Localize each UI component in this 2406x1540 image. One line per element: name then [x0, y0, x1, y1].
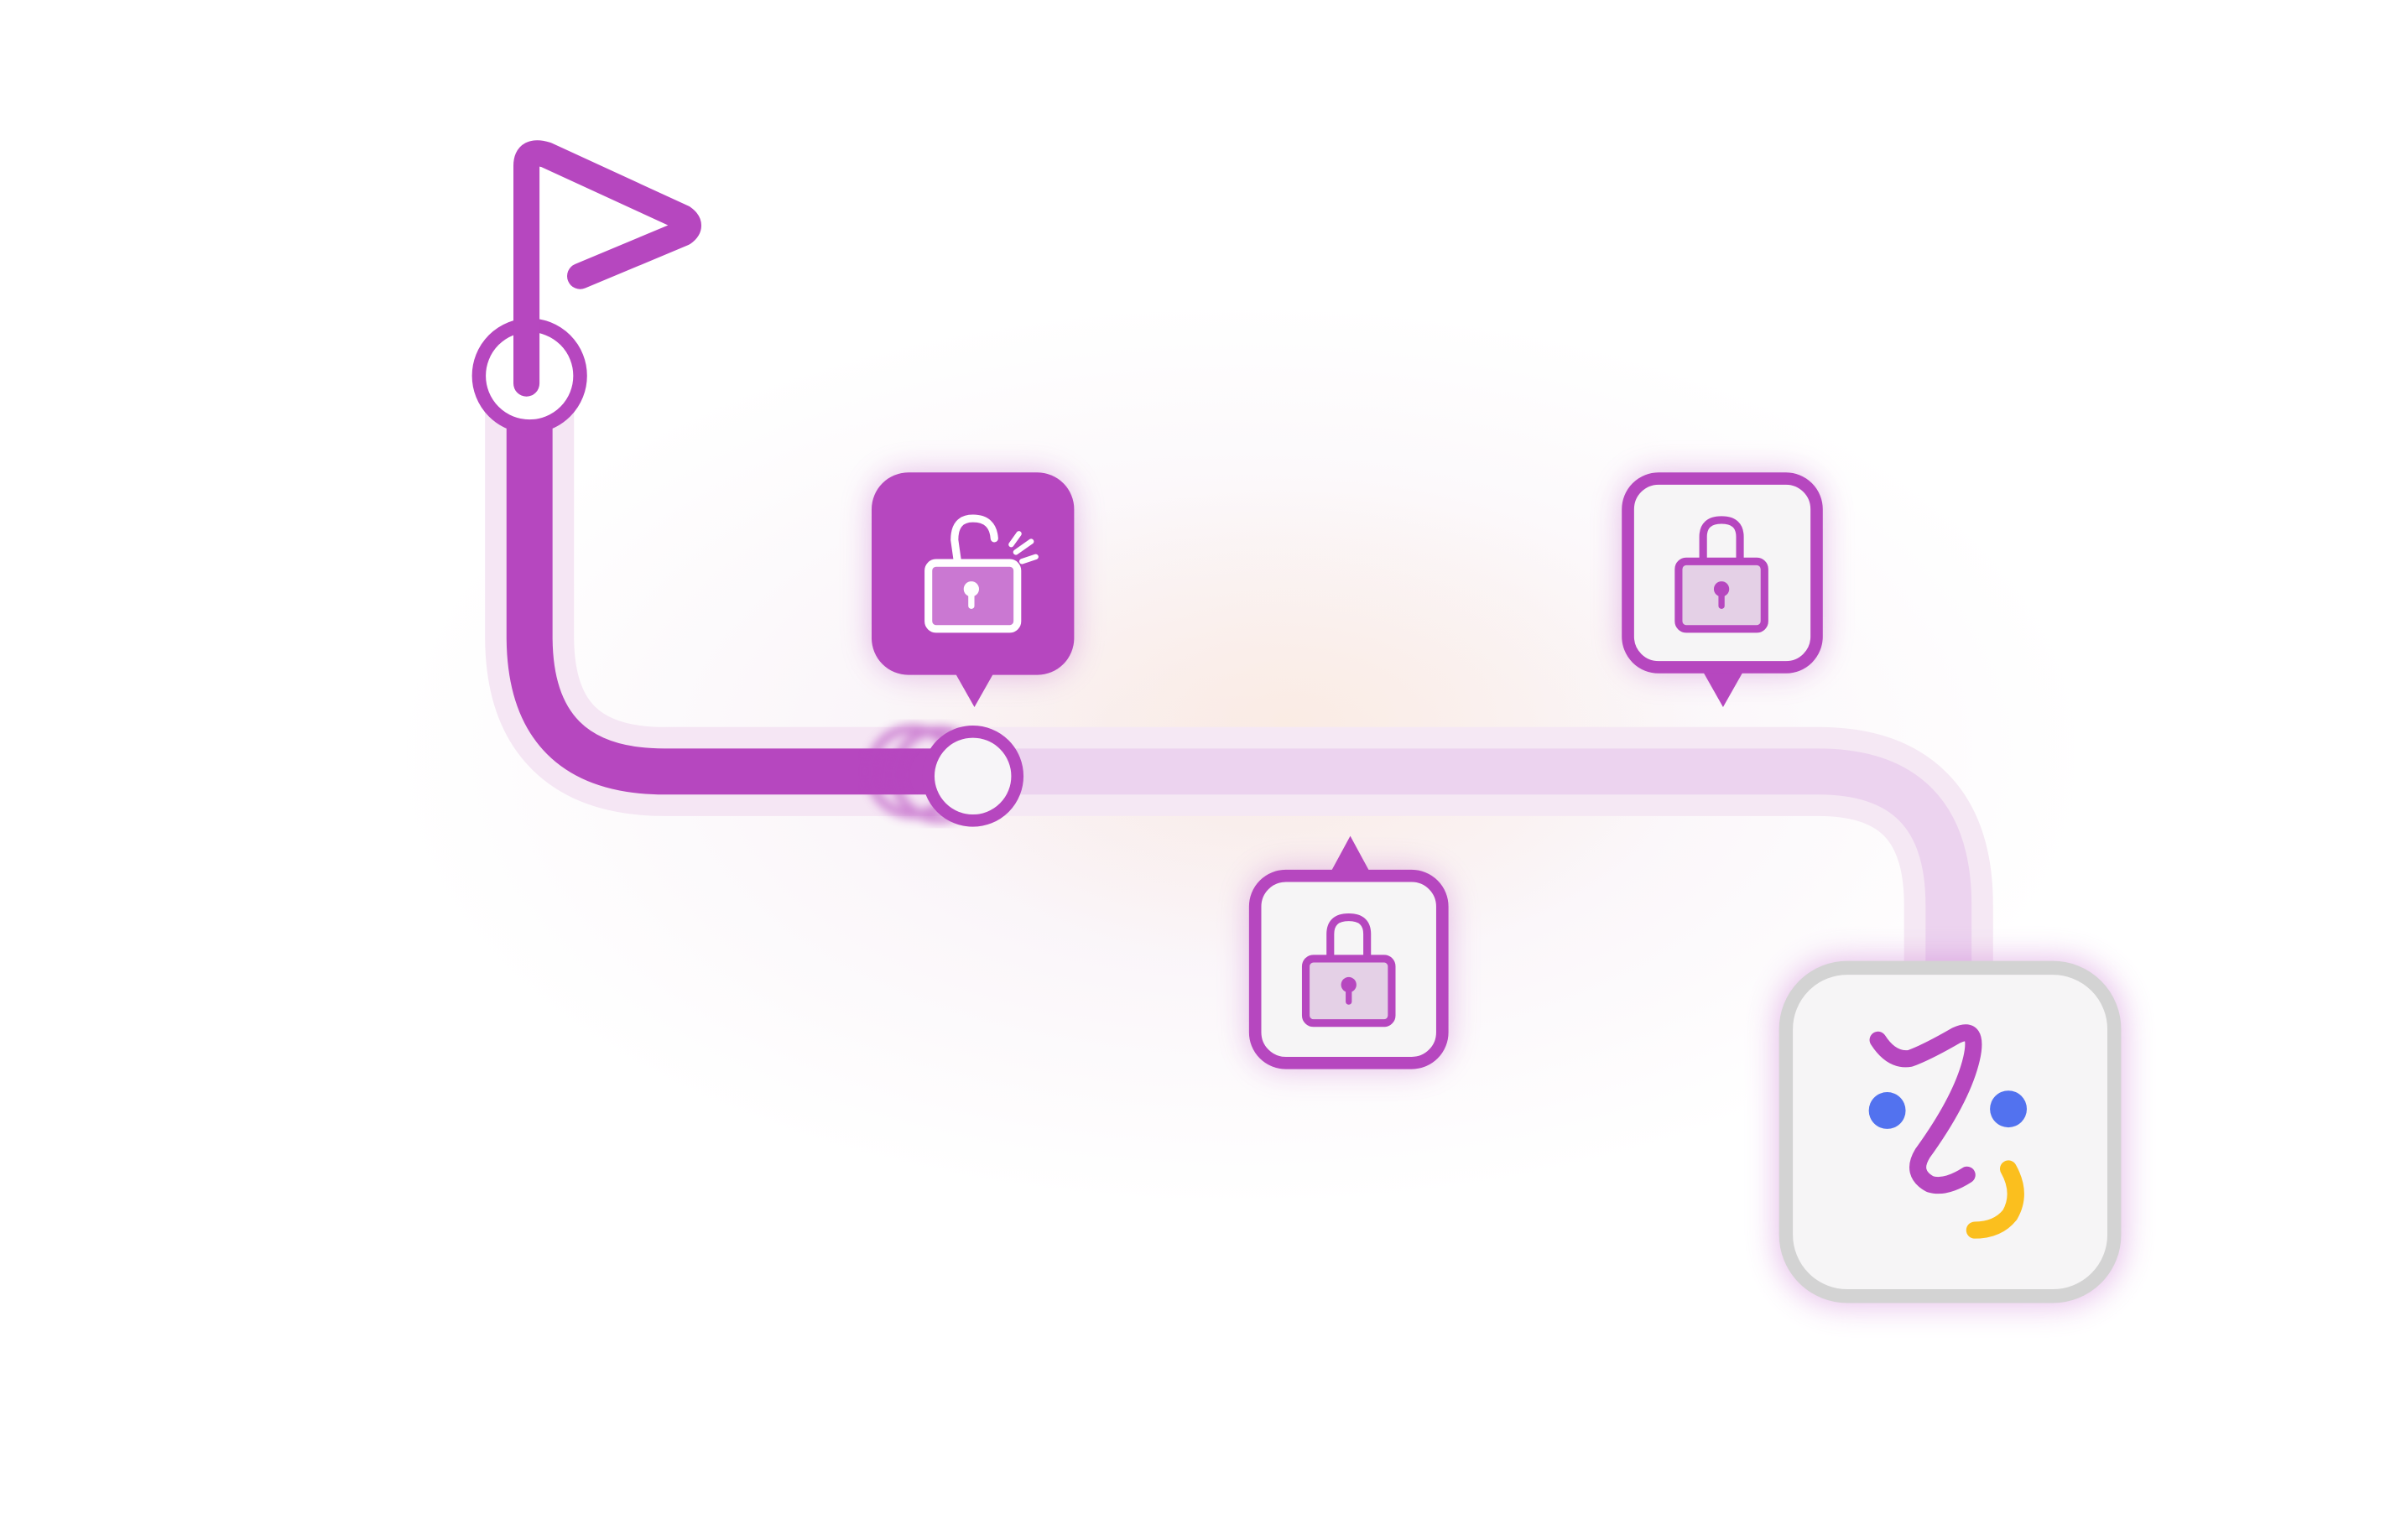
- padlock-icon: [1674, 516, 1768, 633]
- unlocked-step-card[interactable]: [872, 472, 1075, 708]
- app-logo-icon: [1868, 1024, 2028, 1239]
- remaining-path: [972, 726, 1993, 982]
- locked-step-card[interactable]: [1622, 472, 1823, 708]
- goal-card[interactable]: [1776, 958, 2124, 1306]
- start-node[interactable]: [471, 140, 701, 434]
- padlock-icon: [1301, 913, 1396, 1028]
- locked-step-card[interactable]: [1248, 835, 1449, 1069]
- flag-icon: [513, 140, 701, 397]
- unlocked-padlock-icon: [924, 514, 1039, 633]
- current-position-node[interactable]: [922, 725, 1024, 827]
